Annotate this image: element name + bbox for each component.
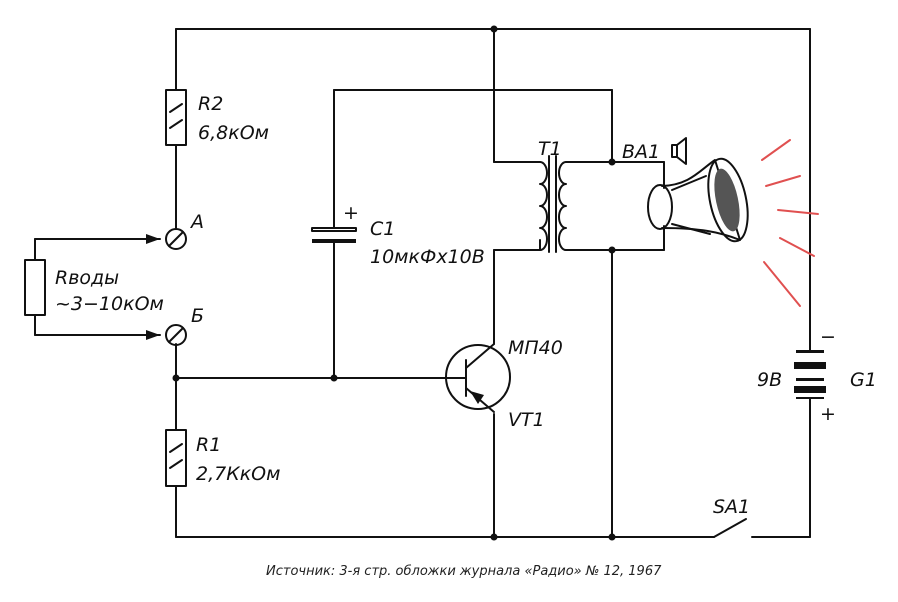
g1-ref-label: G1 [850, 369, 877, 391]
r2-value-label: 6,8кОм [198, 122, 269, 144]
rwater-ref-label: Rводы [55, 267, 119, 289]
c1-value-label: 10мкФх10В [370, 246, 485, 268]
battery-g1: − + 9В G1 [757, 326, 877, 425]
terminal-b-label: Б [191, 305, 204, 327]
g1-voltage-label: 9В [757, 369, 782, 391]
terminal-a: А [165, 211, 204, 250]
c1-ref-label: C1 [370, 218, 395, 240]
switch-sa1: SA1 [713, 496, 750, 538]
t1-ref-label: T1 [538, 138, 562, 160]
vt1-ref-label: VT1 [508, 409, 545, 431]
c1-polarity-label: + [343, 202, 359, 224]
g1-minus-label: − [820, 326, 836, 348]
terminal-a-label: А [189, 211, 204, 233]
rwater-value-label: ~3−10кОм [55, 293, 164, 315]
g1-plus-label: + [820, 403, 836, 425]
terminal-b: Б [165, 305, 204, 346]
resistor-r2: R2 6,8кОм [165, 89, 269, 146]
sa1-ref-label: SA1 [713, 496, 750, 518]
r1-value-label: 2,7КкОм [196, 463, 280, 485]
sound-waves [761, 139, 819, 307]
transistor-vt1: МП40 VT1 [445, 337, 563, 431]
ba1-ref-label: BA1 [622, 141, 660, 163]
water-resistance: Rводы ~3−10кОм [24, 234, 164, 340]
source-caption: Источник: 3-я стр. обложки журнала «Ради… [266, 564, 662, 579]
resistor-r1: R1 2,7КкОм [165, 429, 280, 487]
vt1-type-label: МП40 [508, 337, 563, 359]
speaker-ba1: BA1 [622, 137, 819, 307]
junction-dots [172, 25, 616, 541]
r2-ref-label: R2 [198, 93, 223, 115]
transformer-t1: T1 [538, 138, 567, 253]
r1-ref-label: R1 [196, 434, 221, 456]
horn-loudspeaker-icon [647, 157, 749, 243]
wires [175, 28, 811, 538]
speaker-symbol-icon [671, 137, 687, 165]
capacitor-c1: + C1 10мкФх10В [311, 202, 485, 268]
